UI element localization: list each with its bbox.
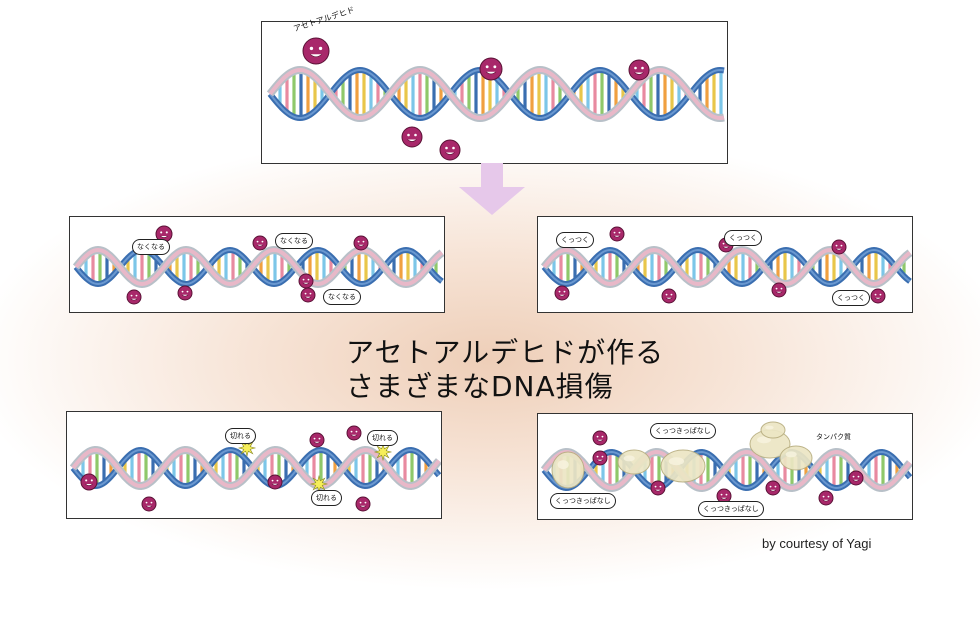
acetaldehyde-molecule-icon bbox=[252, 235, 268, 251]
panel-dna-protein-crosslink: くっつきっぱなし くっつきっぱなし くっつきっぱなし タンパク質 bbox=[537, 413, 913, 520]
panel-acetaldehyde-dna bbox=[261, 21, 728, 164]
acetaldehyde-molecule-icon bbox=[628, 59, 650, 81]
credit-text: by courtesy of Yagi bbox=[762, 536, 872, 551]
protein-label: タンパク質 bbox=[816, 433, 851, 441]
speech-bubble: なくなる bbox=[275, 233, 313, 249]
acetaldehyde-molecule-icon bbox=[771, 282, 787, 298]
speech-bubble: 切れる bbox=[225, 428, 256, 444]
acetaldehyde-molecule-icon bbox=[592, 430, 608, 446]
acetaldehyde-molecule-icon bbox=[346, 425, 362, 441]
acetaldehyde-molecule-icon bbox=[141, 496, 157, 512]
acetaldehyde-molecule-icon bbox=[439, 139, 461, 161]
acetaldehyde-molecule-icon bbox=[650, 480, 666, 496]
headline-line-2: さまざまなDNA損傷 bbox=[346, 370, 614, 403]
dna-helix-icon bbox=[540, 421, 912, 506]
speech-bubble: 切れる bbox=[367, 430, 398, 446]
headline-line-1: アセトアルデヒドが作る bbox=[346, 336, 665, 369]
speech-bubble: くっつく bbox=[832, 290, 870, 306]
acetaldehyde-molecule-icon bbox=[355, 496, 371, 512]
panel-strand-break: 切れる 切れる 切れる bbox=[66, 411, 442, 519]
acetaldehyde-molecule-icon bbox=[716, 488, 732, 504]
acetaldehyde-molecule-icon bbox=[300, 287, 316, 303]
acetaldehyde-molecule-icon bbox=[309, 432, 325, 448]
protein-blob-icon bbox=[760, 421, 786, 439]
speech-bubble: 切れる bbox=[311, 490, 342, 506]
dna-helix-icon bbox=[72, 225, 444, 305]
speech-bubble: くっつきっぱなし bbox=[550, 493, 616, 509]
damage-spark-icon bbox=[309, 474, 329, 494]
acetaldehyde-molecule-icon bbox=[609, 226, 625, 242]
speech-bubble: くっつきっぱなし bbox=[650, 423, 716, 439]
acetaldehyde-molecule-icon bbox=[302, 37, 330, 65]
speech-bubble: なくなる bbox=[132, 239, 170, 255]
speech-bubble: なくなる bbox=[323, 289, 361, 305]
acetaldehyde-molecule-icon bbox=[765, 480, 781, 496]
dna-helix-icon bbox=[69, 425, 441, 512]
acetaldehyde-molecule-icon bbox=[592, 450, 608, 466]
acetaldehyde-molecule-icon bbox=[554, 285, 570, 301]
acetaldehyde-molecule-icon bbox=[848, 470, 864, 486]
dna-helix-icon bbox=[540, 226, 912, 304]
acetaldehyde-molecule-icon bbox=[298, 273, 314, 289]
acetaldehyde-molecule-icon bbox=[155, 225, 173, 243]
protein-blob-icon bbox=[551, 451, 585, 489]
speech-bubble: くっつく bbox=[556, 232, 594, 248]
protein-blob-icon bbox=[779, 445, 813, 471]
acetaldehyde-molecule-icon bbox=[126, 289, 142, 305]
protein-blob-icon bbox=[617, 449, 651, 475]
panel-crosslink: くっつく くっつく くっつく bbox=[537, 216, 913, 313]
speech-bubble: くっつく bbox=[724, 230, 762, 246]
panel-base-loss: なくなる なくなる なくなる bbox=[69, 216, 445, 313]
speech-bubble: くっつきっぱなし bbox=[698, 501, 764, 517]
acetaldehyde-molecule-icon bbox=[479, 57, 503, 81]
damage-spark-icon bbox=[373, 442, 393, 462]
acetaldehyde-molecule-icon bbox=[870, 288, 886, 304]
acetaldehyde-molecule-icon bbox=[818, 490, 834, 506]
dna-helix-icon bbox=[266, 37, 725, 161]
acetaldehyde-molecule-icon bbox=[177, 285, 193, 301]
acetaldehyde-molecule-icon bbox=[401, 126, 423, 148]
acetaldehyde-molecule-icon bbox=[831, 239, 847, 255]
acetaldehyde-molecule-icon bbox=[80, 473, 98, 491]
acetaldehyde-molecule-icon bbox=[353, 235, 369, 251]
damage-spark-icon bbox=[237, 438, 257, 458]
protein-blob-icon bbox=[660, 449, 706, 483]
acetaldehyde-molecule-icon bbox=[661, 288, 677, 304]
acetaldehyde-molecule-icon bbox=[267, 474, 283, 490]
down-arrow-icon bbox=[459, 163, 525, 215]
headline: アセトアルデヒドが作る さまざまなDNA損傷 bbox=[346, 336, 664, 404]
